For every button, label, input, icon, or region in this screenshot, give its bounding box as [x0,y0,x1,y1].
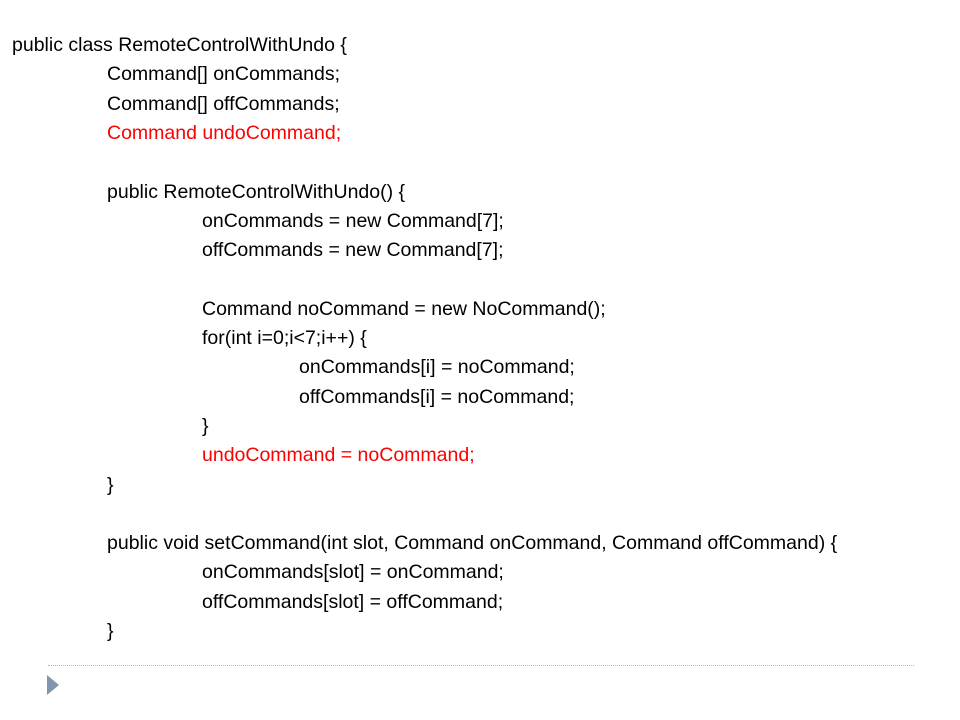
code-line: Command[] onCommands; [107,63,341,86]
code-line: for(int i=0;i<7;i++) { [202,327,367,349]
code-line: onCommands = new Command[7]; [202,209,504,232]
triangle-right-icon [47,675,59,695]
code-line: } [107,473,114,496]
code-line: onCommands[i] = noCommand; [299,356,575,379]
code-line: offCommands[slot] = offCommand; [202,590,504,613]
code-line: public void setCommand(int slot, Command… [107,532,838,555]
code-line: Command undoCommand; [107,121,342,144]
code-line: undoCommand = noCommand; [202,444,475,467]
code-line: offCommands[i] = noCommand; [299,385,575,408]
code-line: offCommands = new Command[7]; [202,239,504,262]
code-line: Command noCommand = new NoCommand(); [202,297,606,320]
code-line: } [202,414,209,437]
code-line: public RemoteControlWithUndo() { [107,180,406,203]
code-line: public class RemoteControlWithUndo { [12,34,347,56]
footer-divider [48,665,914,666]
code-line: Command[] offCommands; [107,92,340,115]
code-line: onCommands[slot] = onCommand; [202,561,504,584]
code-line: } [107,620,114,642]
